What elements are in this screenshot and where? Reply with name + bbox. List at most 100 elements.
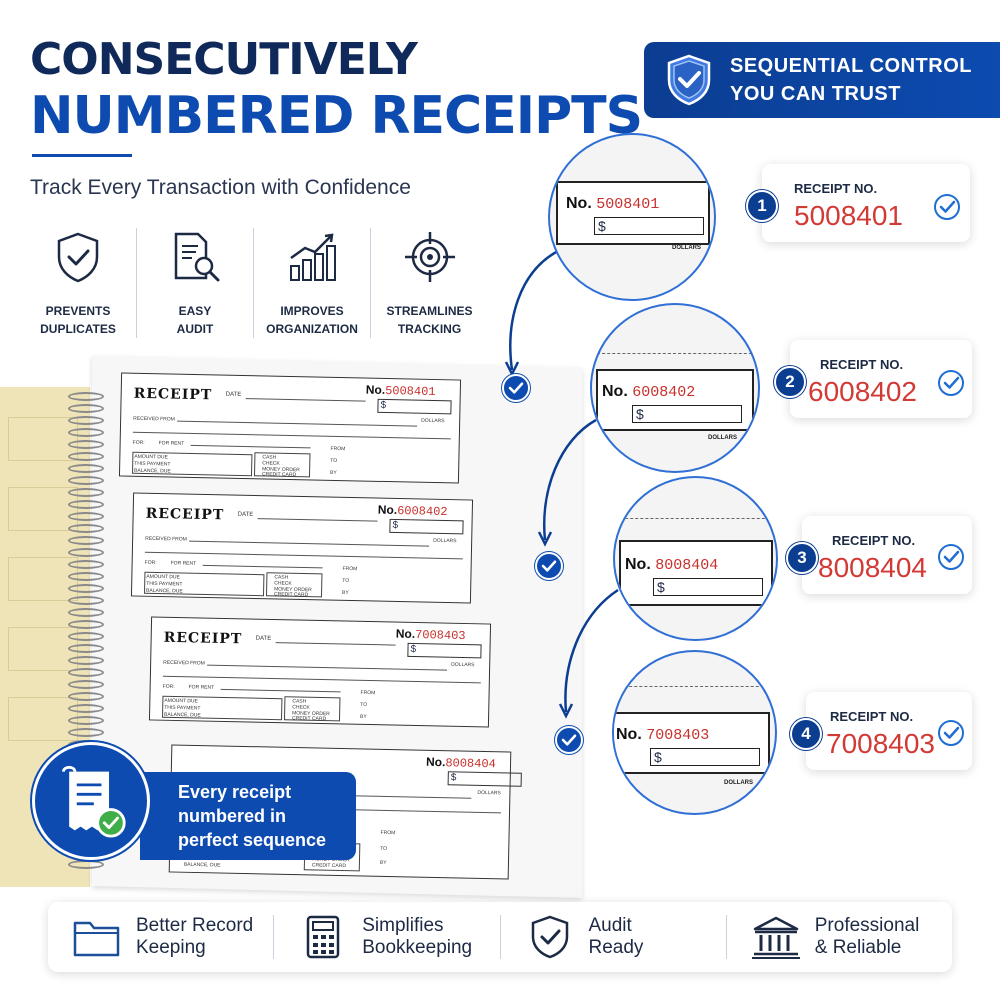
feature-prevents-duplicates: PREVENTS DUPLICATES (20, 228, 137, 338)
footer-item-audit-ready: Audit Ready (501, 915, 727, 959)
form-line (132, 431, 451, 440)
magnified-receipt (556, 181, 710, 245)
receipt-number: No.7008403 (396, 627, 466, 643)
sequence-check-icon (535, 552, 563, 580)
no-label: No. (365, 382, 386, 397)
headline-line-2: NUMBERED RECEIPTS (30, 86, 643, 146)
spiral-ring (68, 596, 104, 605)
received-from-label: RECEIVED FROM (133, 415, 175, 423)
magnifier-receipt-1: No. 5008401 $ DOLLARS (548, 133, 716, 301)
magnified-dollars-label: DOLLARS (724, 780, 753, 786)
document-magnifier-icon (174, 232, 220, 282)
form-line (190, 444, 311, 449)
magnified-number: No. 6008402 (602, 383, 695, 401)
amount-box: $ (377, 398, 452, 415)
receipt-no-label: RECEIPT NO. (830, 709, 914, 724)
amount-box: $ (407, 642, 482, 659)
amount-box: $ (389, 518, 464, 535)
magnified-dollars-label: DOLLARS (672, 245, 701, 251)
from-label: FROM (360, 689, 376, 697)
to-label: TO (380, 845, 388, 852)
check-circle-icon (938, 370, 964, 396)
spiral-ring (68, 428, 104, 437)
spiral-ring (68, 392, 104, 401)
from-label: FROM (380, 829, 396, 837)
magnified-number-value: 7008403 (646, 727, 710, 744)
sequence-badge: Every receipt numbered in perfect sequen… (32, 742, 356, 860)
footer-label: Professional & Reliable (814, 915, 920, 958)
spiral-ring (68, 524, 104, 533)
no-label: No. (602, 383, 628, 400)
ghost-receipt (8, 417, 78, 461)
no-label: No. (377, 502, 398, 517)
amount-due-label: AMOUNT DUE (146, 573, 180, 581)
balance-due-label: BALANCE, DUE (146, 587, 183, 595)
magnified-number: No. 7008403 (616, 726, 709, 744)
magnifier-receipt-2: No. 6008402 $ DOLLARS (590, 303, 760, 473)
form-line (220, 688, 341, 693)
receipt-no-label: RECEIPT NO. (820, 357, 904, 372)
form-line (162, 675, 481, 684)
date-line (245, 398, 366, 402)
amount-due-label: AMOUNT DUE (134, 453, 168, 461)
receipt-check-icon (62, 765, 126, 838)
dollars-label: DOLLARS (433, 537, 457, 545)
footer-item-record-keeping: Better Record Keeping (48, 915, 275, 959)
magnified-amount-box: $ (653, 578, 763, 596)
for-rent-label: FOR RENT (158, 440, 185, 447)
feature-list: PREVENTS DUPLICATES EASY AUDIT IMPROVES … (20, 228, 488, 338)
spiral-ring (68, 500, 104, 509)
magnified-number: No. 8008404 (625, 556, 718, 574)
by-label: BY (379, 859, 387, 866)
check-circle-icon (934, 194, 960, 220)
spiral-ring (68, 704, 104, 713)
check-circle-icon (938, 544, 964, 570)
feature-label: PREVENTS DUPLICATES (40, 304, 116, 336)
magnified-dollars-label: DOLLARS (708, 435, 737, 441)
spiral-ring (68, 632, 104, 641)
feature-label: IMPROVES ORGANIZATION (266, 304, 358, 336)
date-line (257, 518, 378, 522)
feature-label: STREAMLINES TRACKING (386, 304, 473, 336)
no-label: No. (625, 556, 651, 573)
step-number-badge: 3 (786, 542, 818, 574)
shield-check-icon (531, 915, 568, 959)
date-line (275, 642, 396, 646)
no-label: No. (616, 726, 642, 743)
date-label: DATE (225, 391, 242, 398)
footer-item-bookkeeping: Simplifies Bookkeeping (274, 915, 501, 959)
spiral-ring (68, 536, 104, 545)
receipt-no-value: 6008402 (808, 376, 918, 407)
receipt-number: No.8008404 (426, 755, 496, 771)
step-number-badge: 2 (774, 366, 806, 398)
this-payment-label: THIS PAYMENT (146, 580, 183, 588)
magnified-amount-box: $ (632, 405, 742, 423)
feature-easy-audit: EASY AUDIT (137, 228, 254, 338)
spiral-ring (68, 692, 104, 701)
receipt-form: RECEIPT DATE No.6008402 $ DOLLARS RECEIV… (130, 492, 474, 604)
receipt-no-label: RECEIPT NO. (794, 181, 878, 196)
spiral-ring (68, 404, 104, 413)
feature-streamlines-tracking: STREAMLINES TRACKING (371, 228, 488, 338)
for-label: FOR: (132, 439, 145, 446)
spiral-ring (68, 668, 104, 677)
from-label: FROM (342, 565, 358, 573)
bank-building-icon (751, 916, 800, 959)
amount-box: $ (447, 771, 522, 787)
spiral-ring (68, 464, 104, 473)
no-label: No. (425, 754, 446, 770)
shield-check-icon (667, 54, 711, 106)
feature-improves-organization: IMPROVES ORGANIZATION (254, 228, 371, 338)
feature-label: EASY AUDIT (176, 304, 214, 336)
target-icon (404, 232, 455, 282)
date-label: DATE (237, 511, 254, 518)
receipt-no-value: 7008403 (826, 728, 936, 759)
for-rent-label: FOR RENT (188, 684, 215, 691)
spiral-ring (68, 488, 104, 497)
received-from-line (177, 420, 418, 427)
received-from-label: RECEIVED FROM (145, 535, 187, 543)
receipt-callout-3: 3 RECEIPT NO. 8008404 (786, 516, 972, 594)
benefits-footer: Better Record Keeping Simplifies Bookkee… (48, 902, 952, 972)
headline-line-1: CONSECUTIVELY (30, 34, 418, 85)
step-number-badge: 4 (790, 718, 822, 750)
